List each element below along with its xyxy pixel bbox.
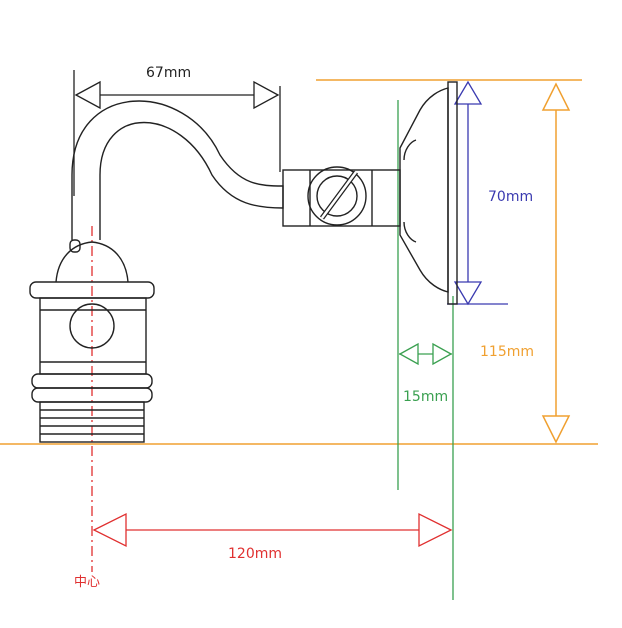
wall-plate xyxy=(447,81,458,305)
label-120mm: 120mm xyxy=(228,546,282,562)
socket-neck xyxy=(69,239,81,253)
adjust-knob xyxy=(307,166,367,226)
label-115mm: 115mm xyxy=(480,344,534,360)
wall-base xyxy=(399,87,449,293)
center-label: 中心 xyxy=(74,575,100,590)
arm-width-67-dimension xyxy=(73,70,281,196)
socket-switch xyxy=(69,303,115,349)
depth-15-dimension xyxy=(398,342,453,366)
projection-120-dimension xyxy=(92,512,453,548)
swivel-joint xyxy=(282,169,401,227)
socket-thread xyxy=(39,401,145,443)
height-115-dimension xyxy=(541,82,571,444)
label-67mm: 67mm xyxy=(146,65,191,81)
lamp-outline xyxy=(29,81,458,443)
label-70mm: 70mm xyxy=(488,189,533,205)
label-15mm: 15mm xyxy=(403,389,448,405)
socket-cap xyxy=(55,241,129,283)
curved-arm xyxy=(71,100,284,240)
